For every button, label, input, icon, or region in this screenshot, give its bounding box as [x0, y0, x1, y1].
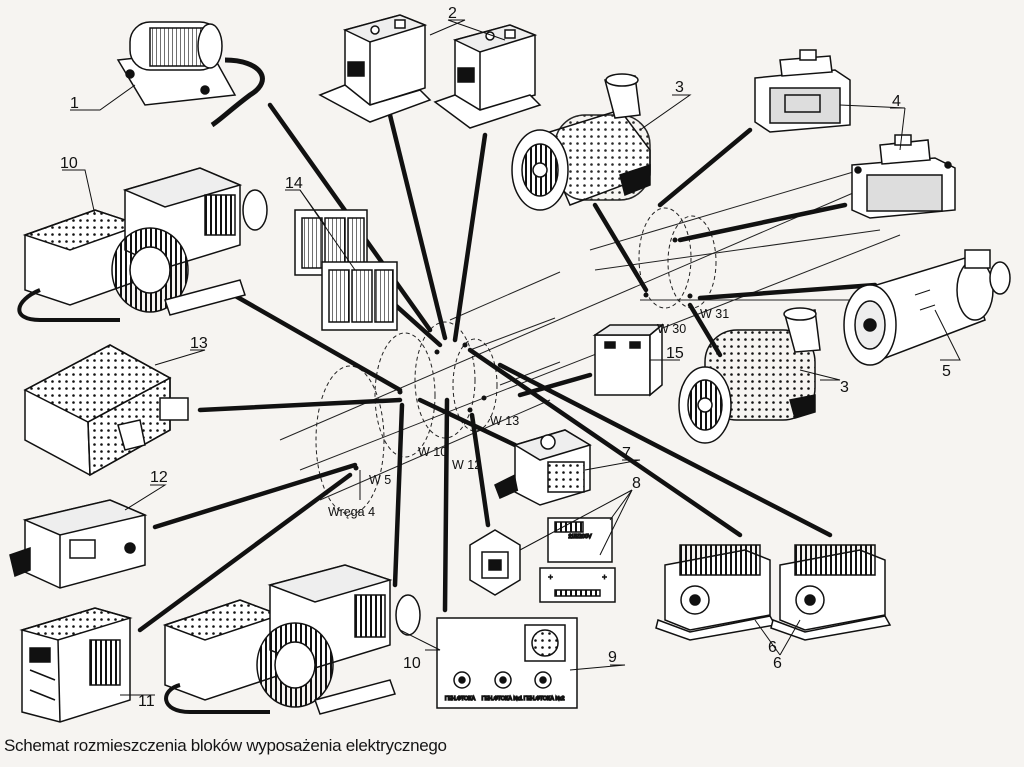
callout-5: 5 [942, 363, 951, 380]
callout-numbers: 1 2 3 3 4 5 6 6 7 8 9 10 10 11 12 13 14 … [60, 5, 951, 710]
device-9-switch-panel: ГЕН.ФТОКА ГЕН.ФТОКА №1 ГЕН.ФТОКА №2 [436, 617, 578, 709]
knob-label-1: ГЕН.ФТОКА [445, 696, 476, 702]
label-w30: W 30 [657, 322, 686, 336]
label-w10: W 10 [418, 445, 447, 459]
callout-14: 14 [285, 175, 303, 192]
callout-6-b: 6 [773, 655, 782, 672]
device-10-generator-set-upper [17, 167, 268, 322]
knob-label-3: ГЕН.ФТОКА №2 [524, 696, 565, 702]
device-5-starter-generator [843, 249, 1011, 366]
device-8-panels: 115/200V [469, 517, 616, 603]
label-w5: W 5 [369, 473, 391, 487]
label-w13: W 13 [490, 414, 519, 428]
callout-8: 8 [632, 475, 641, 492]
knob-label-2: ГЕН.ФТОКА №1 [482, 696, 523, 702]
callout-11: 11 [138, 693, 155, 710]
label-wrega-4: Wręga 4 [328, 505, 375, 519]
device-3-generator-middle [678, 307, 821, 444]
callout-10-lower: 10 [403, 655, 421, 672]
device-14-transformers [294, 209, 398, 331]
device-6-rectifier-units [655, 544, 892, 641]
callout-1: 1 [70, 95, 79, 112]
device-1-coil-unit [116, 21, 265, 128]
label-w31: W 31 [700, 307, 729, 321]
callout-12: 12 [150, 469, 168, 486]
callout-7: 7 [622, 445, 631, 462]
callout-4: 4 [892, 93, 901, 110]
callout-2: 2 [448, 5, 457, 22]
callout-3-middle: 3 [840, 379, 849, 396]
leader-lines [62, 19, 961, 696]
diagram-caption: Schemat rozmieszczenia bloków wyposażeni… [4, 736, 447, 755]
voltage-label: 115/200V [568, 534, 591, 540]
device-11-battery [19, 607, 133, 723]
callout-3-top: 3 [675, 79, 684, 96]
device-4-control-boxes [754, 49, 956, 219]
callout-9: 9 [608, 649, 617, 666]
label-w12: W 12 [452, 458, 481, 472]
device-7-connector-box [494, 429, 592, 506]
device-12-converter [9, 499, 148, 589]
callout-6-a: 6 [768, 639, 777, 656]
callout-10-upper: 10 [60, 155, 78, 172]
device-2-relay-boxes [318, 14, 542, 129]
callout-15: 15 [666, 345, 684, 362]
callout-13: 13 [190, 335, 208, 352]
device-13-perforated-box [23, 344, 189, 477]
frame-labels: Wręga 4 W 5 W 10 W 12 W 13 W 30 W 31 [328, 307, 729, 519]
device-3-generator-top [511, 73, 651, 211]
device-10-generator-set-lower [162, 564, 421, 715]
